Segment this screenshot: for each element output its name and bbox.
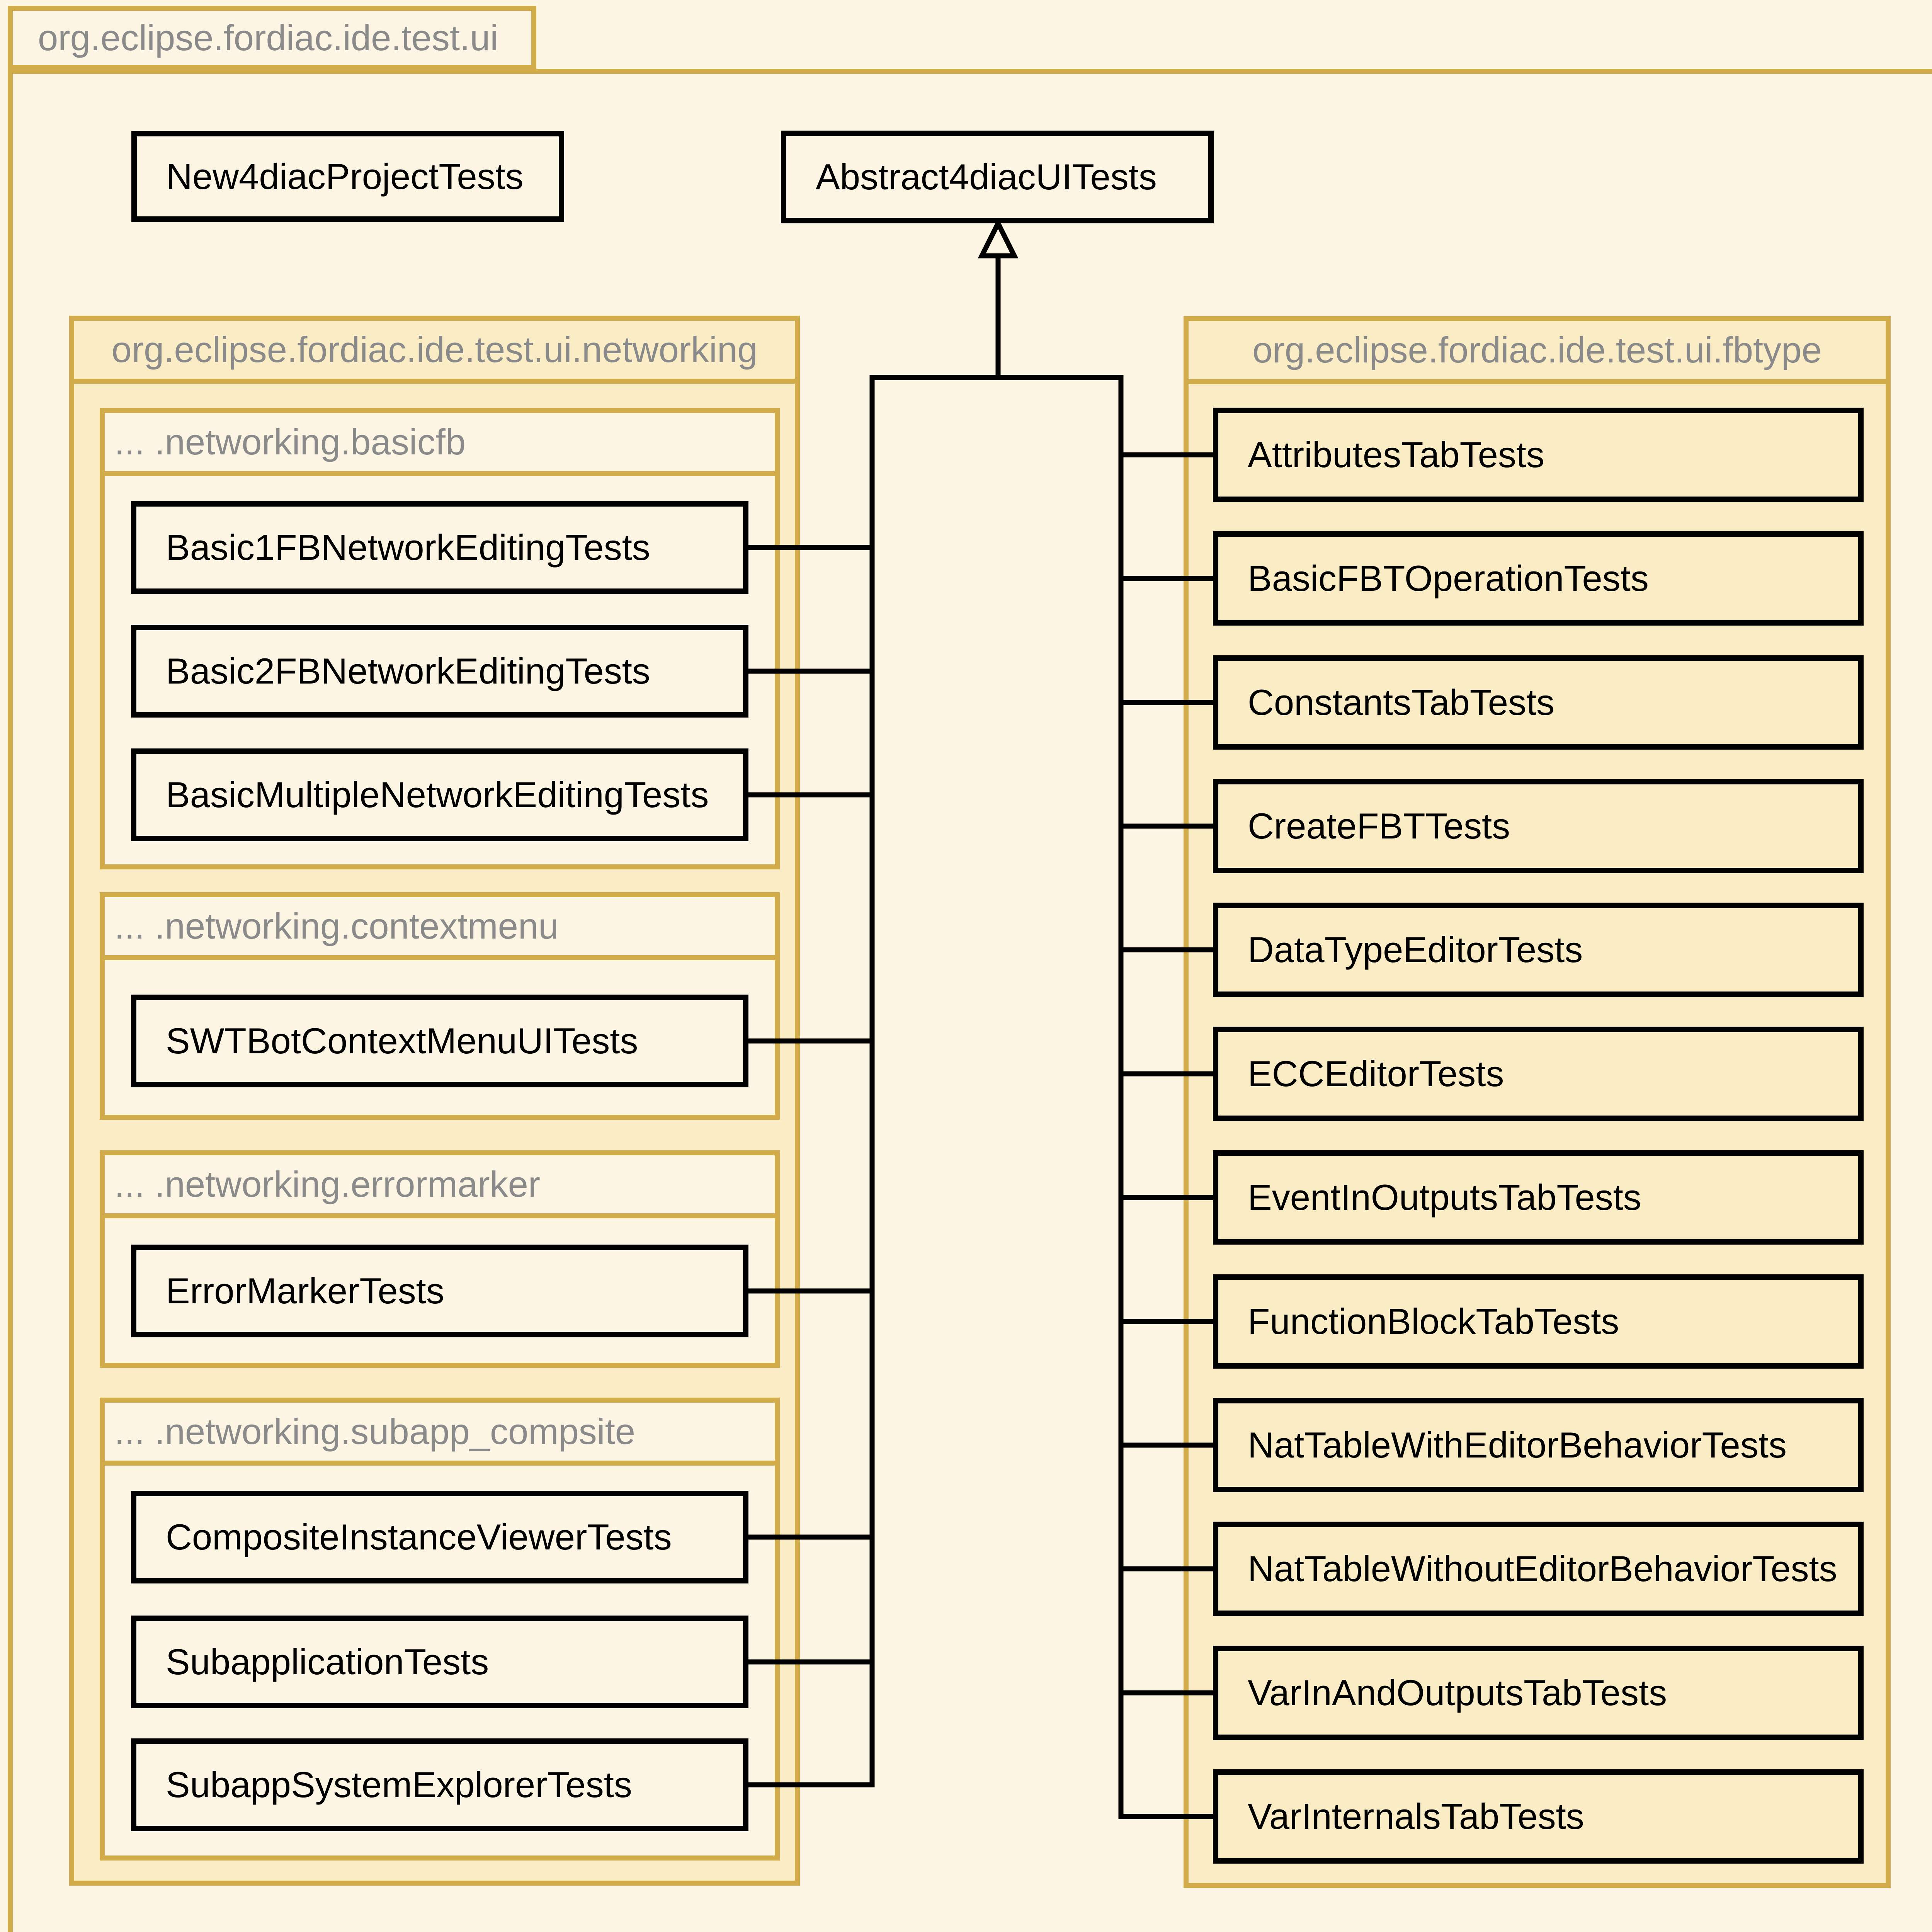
class-box-createfbttests: CreateFBTTests [1213, 779, 1864, 873]
class-box-nattablewitheditorbehaviortests: NatTableWithEditorBehaviorTests [1213, 1398, 1864, 1492]
subpackage-title: ... .networking.basicfb [114, 422, 466, 462]
package-networking-header: org.eclipse.fordiac.ide.test.ui.networki… [74, 321, 795, 384]
class-name-label: BasicMultipleNetworkEditingTests [166, 774, 709, 815]
class-box-basic2fbnetworkeditingtests: Basic2FBNetworkEditingTests [131, 625, 748, 718]
subpackage-header: ... .networking.errormarker [105, 1155, 775, 1218]
subpackage-title: ... .networking.contextmenu [114, 906, 559, 946]
class-box-attributestabtests: AttributesTabTests [1213, 408, 1864, 502]
class-name-label: SubappSystemExplorerTests [166, 1764, 632, 1805]
class-name-label: CreateFBTTests [1248, 806, 1510, 846]
class-box-basicmultiplenetworkeditingtests: BasicMultipleNetworkEditingTests [131, 748, 748, 841]
class-name-label: New4diacProjectTests [166, 156, 524, 197]
class-box-datatypeeditortests: DataTypeEditorTests [1213, 903, 1864, 997]
class-name-label: VarInAndOutputsTabTests [1248, 1672, 1667, 1713]
class-box-eventinoutputstabtests: EventInOutputsTabTests [1213, 1150, 1864, 1245]
class-name-label: BasicFBTOperationTests [1248, 558, 1649, 599]
class-name-label: Abstract4diacUITests [816, 156, 1157, 197]
class-name-label: CompositeInstanceViewerTests [166, 1517, 672, 1557]
package-networking-title: org.eclipse.fordiac.ide.test.ui.networki… [111, 329, 758, 370]
class-name-label: NatTableWithEditorBehaviorTests [1248, 1425, 1787, 1465]
class-box-new4diacprojecttests: New4diacProjectTests [131, 131, 564, 222]
subpackage-header: ... .networking.contextmenu [105, 897, 775, 960]
class-box-ecceditortests: ECCEditorTests [1213, 1027, 1864, 1121]
class-name-label: VarInternalsTabTests [1248, 1796, 1584, 1837]
subpackage-title: ... .networking.errormarker [114, 1164, 541, 1204]
class-box-basic1fbnetworkeditingtests: Basic1FBNetworkEditingTests [131, 501, 748, 594]
class-name-label: ConstantsTabTests [1248, 682, 1555, 723]
class-name-label: EventInOutputsTabTests [1248, 1177, 1641, 1218]
class-box-basicfbtoperationtests: BasicFBTOperationTests [1213, 531, 1864, 626]
class-box-subappsystemexplorertests: SubappSystemExplorerTests [131, 1738, 748, 1831]
class-name-label: Basic1FBNetworkEditingTests [166, 527, 650, 568]
class-box-errormarkertests: ErrorMarkerTests [131, 1245, 748, 1337]
class-box-abstract4diacuitests: Abstract4diacUITests [781, 131, 1214, 223]
root-package-tab: org.eclipse.fordiac.ide.test.ui [8, 6, 536, 70]
class-box-compositeinstanceviewertests: CompositeInstanceViewerTests [131, 1491, 748, 1583]
subpackage-header: ... .networking.basicfb [105, 413, 775, 476]
class-name-label: FunctionBlockTabTests [1248, 1301, 1619, 1342]
package-fbtype-title: org.eclipse.fordiac.ide.test.ui.fbtype [1252, 330, 1822, 370]
root-package-title: org.eclipse.fordiac.ide.test.ui [38, 17, 498, 58]
class-name-label: ErrorMarkerTests [166, 1270, 444, 1311]
package-fbtype-header: org.eclipse.fordiac.ide.test.ui.fbtype [1189, 321, 1886, 384]
class-box-varinternalstabtests: VarInternalsTabTests [1213, 1769, 1864, 1864]
subpackage-header: ... .networking.subapp_compsite [105, 1403, 775, 1466]
class-name-label: SubapplicationTests [166, 1641, 489, 1682]
class-box-varinandoutputstabtests: VarInAndOutputsTabTests [1213, 1646, 1864, 1740]
class-name-label: Basic2FBNetworkEditingTests [166, 651, 650, 691]
subpackage-title: ... .networking.subapp_compsite [114, 1411, 636, 1452]
class-name-label: AttributesTabTests [1248, 434, 1545, 475]
class-name-label: SWTBotContextMenuUITests [166, 1020, 638, 1061]
class-name-label: ECCEditorTests [1248, 1053, 1504, 1094]
class-box-nattablewithouteditorbehaviortests: NatTableWithoutEditorBehaviorTests [1213, 1522, 1864, 1616]
class-box-subapplicationtests: SubapplicationTests [131, 1616, 748, 1708]
class-box-functionblocktabtests: FunctionBlockTabTests [1213, 1274, 1864, 1369]
class-name-label: NatTableWithoutEditorBehaviorTests [1248, 1548, 1837, 1589]
class-box-swtbotcontextmenuuitests: SWTBotContextMenuUITests [131, 995, 748, 1087]
class-box-constantstabtests: ConstantsTabTests [1213, 655, 1864, 750]
class-name-label: DataTypeEditorTests [1248, 929, 1583, 970]
